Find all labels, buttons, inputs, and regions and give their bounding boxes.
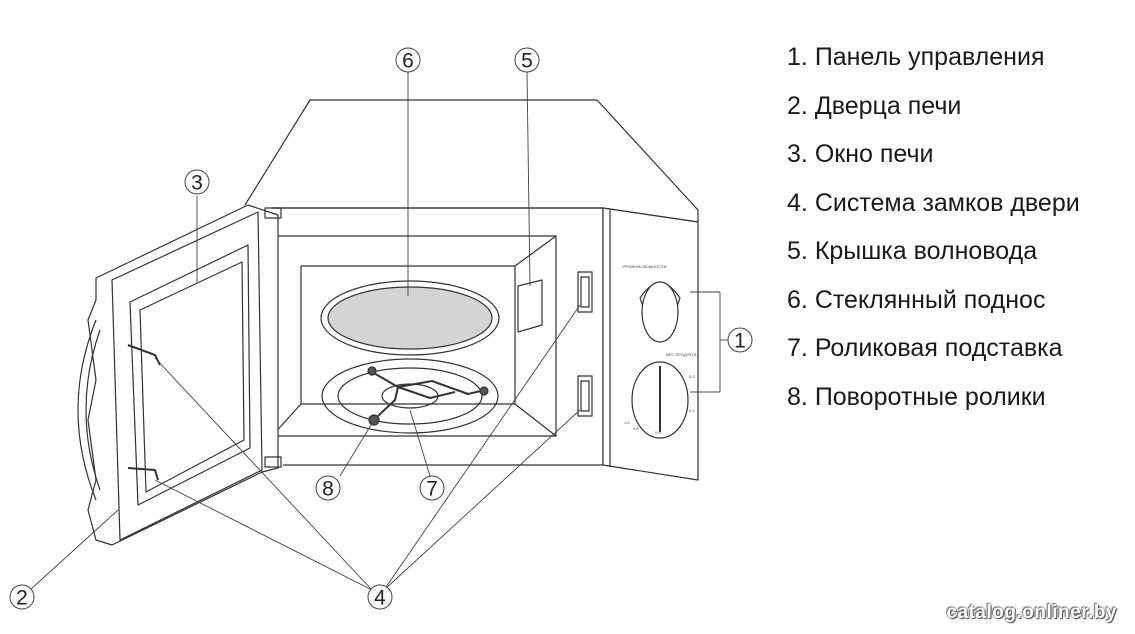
door-lock-slot-top	[577, 271, 593, 313]
watermark: catalog.onliner.by	[946, 602, 1117, 623]
legend-label: Стеклянный поднос	[814, 285, 1046, 314]
roller-support	[371, 371, 486, 417]
glass-tray	[320, 280, 500, 356]
door-window	[129, 244, 251, 506]
roller-ring	[321, 358, 499, 434]
legend-item: 5Крышка волновода	[787, 232, 1080, 281]
legend-item: 2Дверца печи	[787, 87, 1080, 136]
callout-3: 3	[191, 172, 203, 195]
callout-7: 7	[426, 478, 438, 501]
legend-num: 6	[787, 286, 815, 314]
legend-item: 6Стеклянный поднос	[787, 281, 1080, 330]
callout-8: 8	[322, 478, 334, 501]
parts-legend: 1Панель управления 2Дверца печи 3Окно пе…	[787, 38, 1080, 426]
scale-tick-0: 0.2	[689, 374, 695, 379]
legend-num: 1	[787, 43, 815, 71]
callout-4: 4	[374, 587, 386, 610]
legend-label: Панель управления	[814, 43, 1045, 71]
legend-label: Роликовая подставка	[814, 334, 1063, 362]
scale-tick-2: 0.6	[655, 430, 661, 435]
callout-2: 2	[16, 587, 28, 610]
legend-label: Дверца печи	[814, 91, 962, 120]
legend-item: 3Окно печи	[787, 135, 1080, 184]
legend-item: 7Роликовая подставка	[787, 329, 1080, 378]
legend-num: 8	[787, 383, 815, 411]
legend-label: Поворотные ролики	[814, 382, 1046, 411]
legend-label: Окно печи	[814, 140, 934, 168]
legend-item: 8Поворотные ролики	[787, 378, 1080, 427]
door-lock-slot-bottom	[577, 375, 593, 417]
legend-num: 4	[787, 189, 815, 217]
callout-5: 5	[521, 50, 533, 73]
legend-label: Крышка волновода	[814, 237, 1038, 265]
legend-num: 2	[787, 92, 815, 120]
scale-tick-1: 0.4	[689, 408, 695, 413]
scale-tick-3: 0.8	[633, 426, 639, 431]
panel-power-label: УРОВЕНЬ МОЩНОСТИ	[622, 264, 667, 269]
legend-num: 5	[787, 237, 815, 265]
door-handle	[77, 319, 97, 501]
door	[87, 204, 279, 546]
legend-label: Система замков двери	[814, 188, 1080, 217]
cabinet-top	[244, 99, 699, 223]
legend-num: 3	[787, 140, 815, 168]
callout-1: 1	[734, 330, 746, 353]
waveguide-cover	[517, 279, 543, 333]
callout-6: 6	[402, 50, 414, 73]
control-panel	[602, 207, 699, 481]
legend-num: 7	[787, 334, 815, 362]
panel-time-label: ВЕС ПРОДУКТА	[666, 352, 697, 357]
scale-tick-4: 1.0	[624, 420, 630, 425]
legend-item: 1Панель управления	[787, 38, 1080, 87]
legend-item: 4Система замков двери	[787, 184, 1080, 233]
